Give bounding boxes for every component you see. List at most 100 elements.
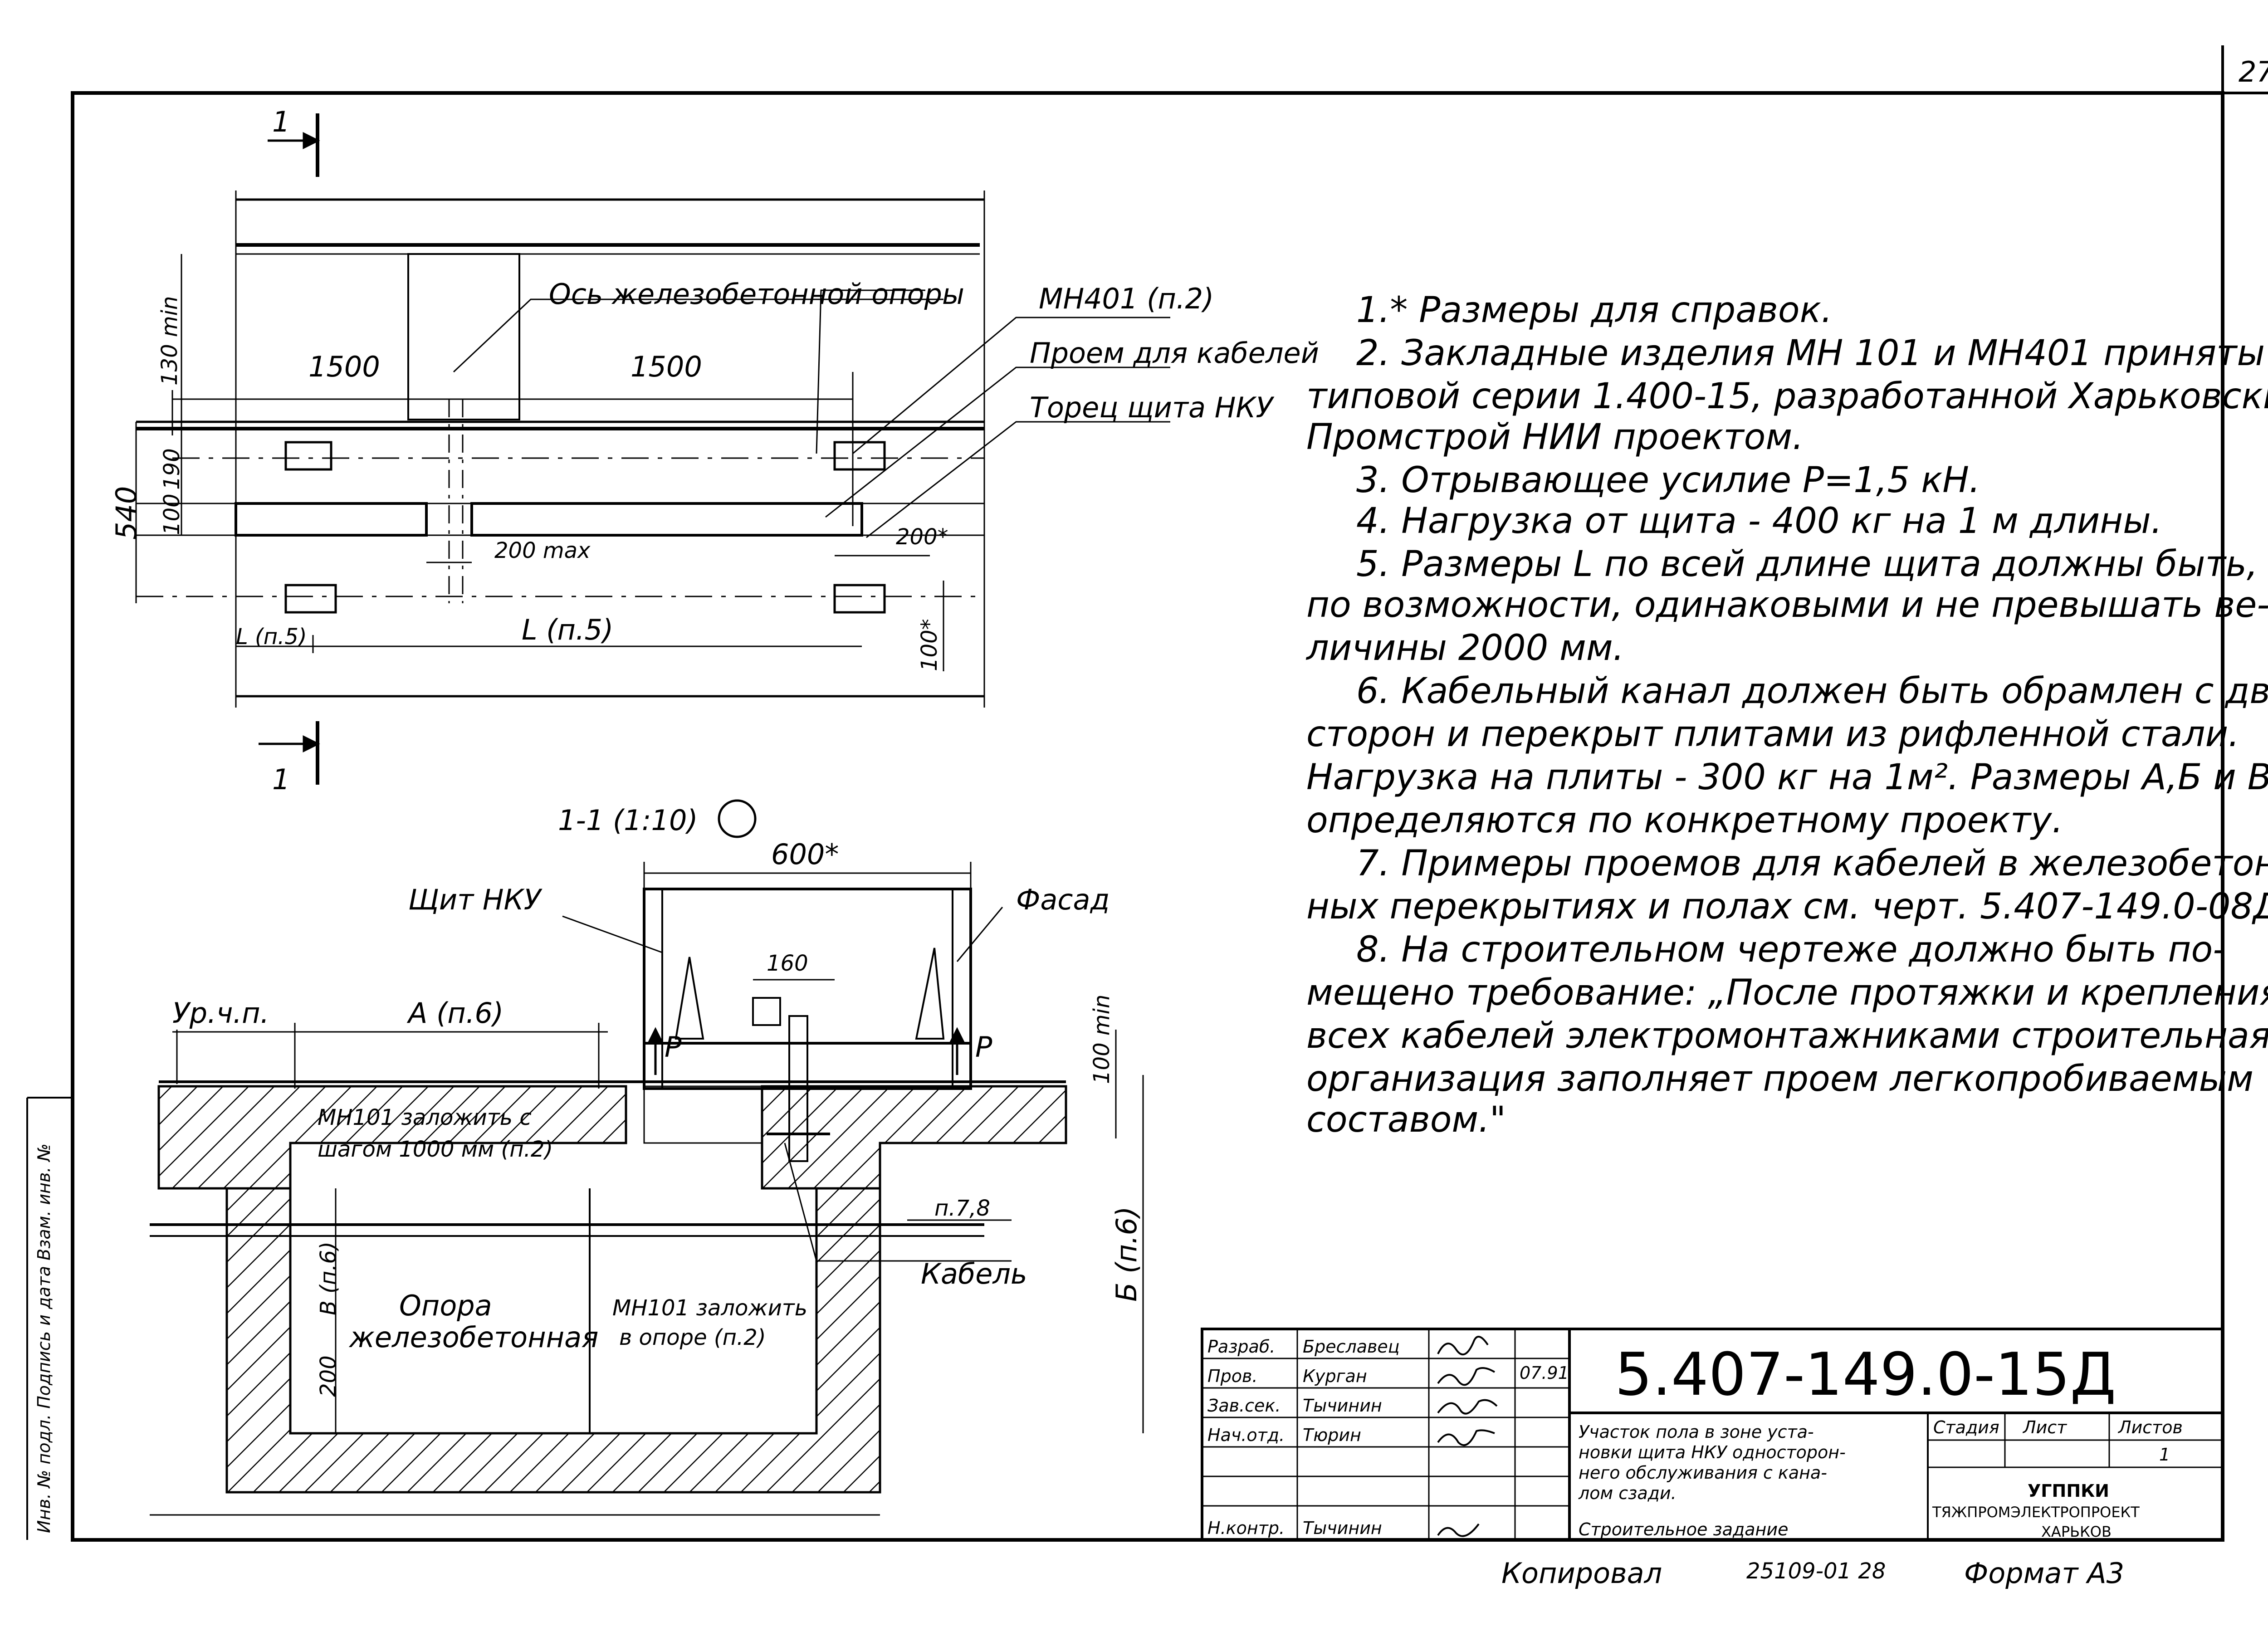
tb-role-2: Зав.сек. — [1207, 1396, 1281, 1416]
note-78: п.7,8 — [934, 1196, 990, 1221]
mh101-step-2: шагом 1000 мм (п.2) — [318, 1137, 553, 1162]
note-line-1: 2. Закладные изделия МН 101 и МН401 прин… — [1356, 333, 2268, 374]
desc-3: него обслуживания с кана- — [1579, 1463, 1827, 1483]
tb-role-1: Пров. — [1207, 1366, 1257, 1386]
tb-name-3: Тюрин — [1303, 1425, 1361, 1445]
mh101-step-1: МН101 заложить с — [318, 1105, 532, 1130]
desc-4: лом сзади. — [1578, 1483, 1677, 1503]
plan-labels: Ось железобетонной опоры МН401 (п.2) Про… — [110, 278, 1319, 671]
note-line-16: мещено требование: „После протяжки и кре… — [1306, 972, 2268, 1013]
dim-L: L (п.5) — [522, 613, 613, 646]
svg-text:1: 1 — [272, 105, 290, 138]
note-line-15: 8. На строительном чертеже должно быть п… — [1356, 929, 2225, 970]
dim-100star: 100* — [917, 619, 942, 671]
dim-1500-left: 1500 — [308, 350, 380, 383]
force-right: P — [975, 1031, 992, 1064]
dim-1500-right: 1500 — [631, 350, 702, 383]
mh101-support-1: МН101 заложить — [612, 1295, 807, 1321]
tb-name-2: Тычинин — [1303, 1396, 1382, 1416]
cable-label: Кабель — [921, 1257, 1027, 1290]
section-mark-bottom: 1 — [259, 721, 320, 796]
dim-200star: 200* — [896, 524, 948, 550]
copied-id: 25109-01 28 — [1746, 1558, 1886, 1584]
dim-A: А (п.6) — [406, 996, 503, 1030]
doc-number: 5.407-149.0-15Д — [1615, 1340, 2116, 1409]
support-1: Опора — [399, 1289, 492, 1322]
note-line-19: составом." — [1306, 1099, 1506, 1140]
stage-label: Стадия — [1933, 1417, 1999, 1437]
note-line-11: Нагрузка на плиты - 300 кг на 1м². Разме… — [1306, 757, 2268, 798]
facade-label: Фасад — [1016, 883, 1110, 916]
tb-name-0: Бреславец — [1303, 1337, 1400, 1357]
sheets-label: Листов — [2117, 1417, 2183, 1437]
dim-V: В (п.6) — [316, 1241, 341, 1315]
side-strip: Инв. № подл. Подпись и дата Взам. инв. № — [34, 1143, 54, 1533]
sheets-value: 1 — [2159, 1445, 2170, 1465]
note-line-5: 4. Нагрузка от щита - 400 кг на 1 м длин… — [1356, 501, 2162, 542]
desc-1: Участок пола в зоне уста- — [1579, 1422, 1814, 1442]
signature-marks — [1437, 1336, 1498, 1537]
dim-160: 160 — [767, 951, 808, 976]
dim-190: 190 — [159, 448, 185, 490]
dim-130min: 130 min — [157, 296, 182, 386]
sheet-label: Лист — [2022, 1417, 2068, 1437]
sheet-number: 27 — [2239, 55, 2268, 88]
dim-100: 100 — [159, 493, 185, 535]
svg-text:1: 1 — [272, 763, 290, 796]
note-line-4: 3. Отрывающее усилие Р=1,5 кН. — [1356, 460, 1980, 501]
axis-label: Ось железобетонной опоры — [549, 278, 964, 311]
title-block — [1201, 1328, 2224, 1541]
end-label: Торец щита НКУ — [1030, 391, 1275, 424]
title-block-text: Разраб. Бреславец Пров. Курган Зав.сек. … — [1207, 1337, 2183, 1540]
note-line-13: 7. Примеры проемов для кабелей в железоб… — [1356, 843, 2268, 884]
tb-role-3: Нач.отд. — [1207, 1425, 1285, 1445]
note-line-7: по возможности, одинаковыми и не превыша… — [1306, 585, 2268, 625]
tb-name-1: Курган — [1303, 1366, 1367, 1386]
mh401-label: МН401 (п.2) — [1039, 282, 1214, 315]
plan-view: 1 1 — [135, 105, 1170, 796]
note-line-3: Промстрой НИИ проектом. — [1306, 417, 1804, 458]
note-line-0: 1.* Размеры для справок. — [1356, 290, 1833, 331]
floor-level: Ур.ч.п. — [172, 996, 269, 1030]
desc-5: Строительное задание — [1579, 1519, 1788, 1539]
sheet-frame: 27 Инв. № подл. Подпись и дата Взам. инв… — [26, 45, 2268, 1542]
tb-name-6: Тычинин — [1303, 1518, 1382, 1538]
opening-label: Проем для кабелей — [1030, 337, 1319, 370]
note-line-17: всех кабелей электромонтажниками строите… — [1306, 1016, 2268, 1056]
section-title: 1-1 (1:10) — [558, 804, 698, 837]
dim-600: 600* — [771, 838, 839, 871]
dim-200max: 200 max — [494, 538, 591, 563]
dim-100min: 100 min — [1089, 995, 1114, 1084]
section-view — [150, 799, 1144, 1516]
dim-L-small: L (п.5) — [236, 624, 307, 650]
format-label: Формат А3 — [1964, 1557, 2124, 1590]
note-line-8: личины 2000 мм. — [1305, 628, 1624, 669]
note-line-6: 5. Размеры L по всей длине щита должны б… — [1356, 544, 2258, 585]
note-line-18: организация заполняет проем легкопробива… — [1306, 1059, 2253, 1099]
section-mark-top: 1 — [268, 105, 320, 177]
note-line-9: 6. Кабельный канал должен быть обрамлен … — [1356, 671, 2268, 712]
mh101-support-2: в опоре (п.2) — [619, 1325, 766, 1350]
org-3: ХАРЬКОВ — [2041, 1523, 2112, 1540]
tb-date: 07.91 — [1520, 1363, 1569, 1383]
section-labels: 1-1 (1:10) Щит НКУ Фасад 600* 160 Ур.ч.п… — [172, 804, 1143, 1397]
org-1: УГППКИ — [2028, 1481, 2109, 1501]
note-line-12: определяются по конкретному проекту. — [1306, 800, 2063, 841]
note-line-10: сторон и перекрыт плитами из рифленной с… — [1306, 714, 2239, 755]
force-left: P — [665, 1031, 682, 1064]
dim-540: 540 — [110, 486, 143, 540]
dim-B: Б (п.6) — [1110, 1206, 1143, 1302]
dim-200: 200 — [316, 1355, 341, 1397]
note-line-14: ных перекрытиях и полах см. черт. 5.407-… — [1306, 886, 2268, 927]
tb-role-0: Разраб. — [1207, 1337, 1275, 1357]
notes: 1.* Размеры для справок. 2. Закладные из… — [1305, 290, 2268, 1140]
org-2: ТЯЖПРОМЭЛЕКТРОПРОЕКТ — [1932, 1504, 2140, 1521]
panel-label: Щит НКУ — [408, 883, 543, 916]
support-2: железобетонная — [348, 1321, 598, 1354]
copied-label: Копировал — [1501, 1557, 1662, 1590]
tb-role-6: Н.контр. — [1207, 1518, 1285, 1538]
footer: Копировал 25109-01 28 Формат А3 — [1501, 1557, 2124, 1590]
note-line-2: типовой серии 1.400-15, разработанной Ха… — [1306, 376, 2268, 417]
desc-2: новки щита НКУ односторон- — [1579, 1442, 1846, 1462]
